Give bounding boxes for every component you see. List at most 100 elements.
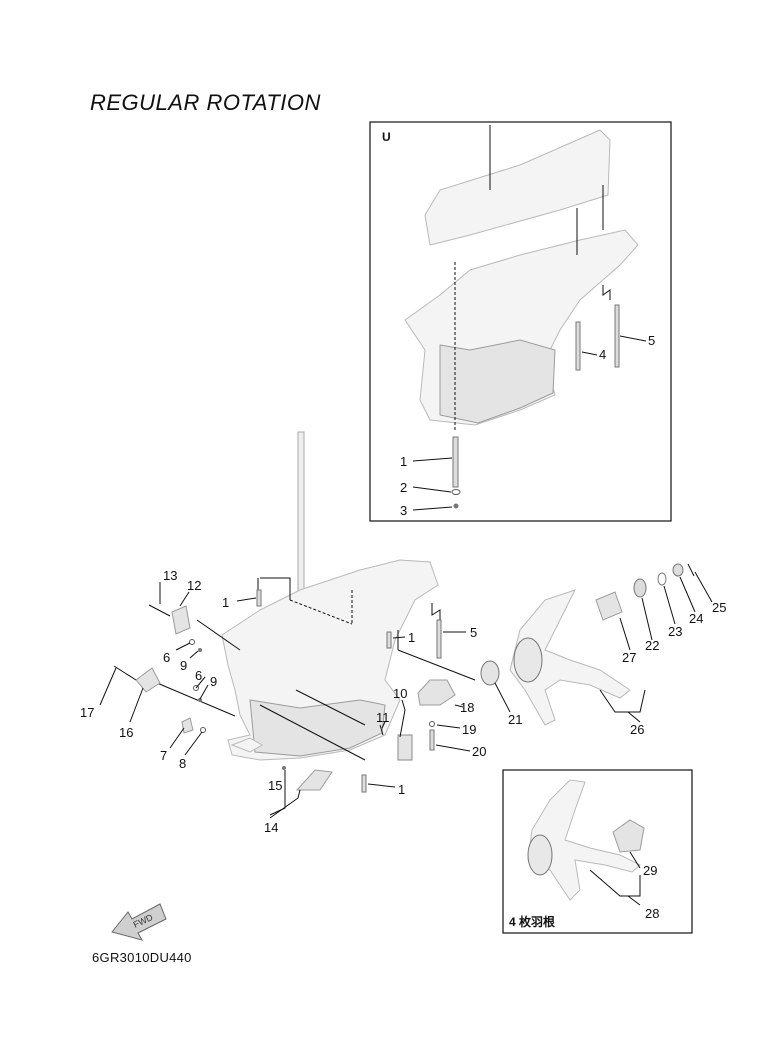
leader-4 [581, 351, 598, 356]
callout-5-inset: 5 [648, 333, 655, 348]
callout-16: 16 [119, 725, 133, 740]
propeller-26 [509, 589, 631, 726]
leader-14-a [269, 789, 301, 819]
propeller-hub [513, 637, 543, 683]
bolt-5-break-main [431, 603, 441, 620]
leader-23 [663, 585, 676, 625]
callout-17: 17 [80, 705, 94, 720]
leader-2 [412, 486, 452, 493]
callout-23: 23 [668, 624, 682, 639]
callout-14: 14 [264, 820, 278, 835]
callout-7: 7 [160, 748, 167, 763]
callout-6-lower: 6 [195, 668, 202, 683]
leader-18 [454, 704, 464, 708]
callout-1-bottom: 1 [398, 782, 405, 797]
leader-17 [99, 667, 117, 706]
spacer-27 [595, 591, 623, 621]
thrust-washer-21 [480, 660, 500, 686]
leader-11 [381, 721, 386, 729]
leader-21 [494, 682, 511, 713]
leader-7 [169, 727, 185, 749]
leader-1-inset [412, 457, 453, 462]
main-exploded-view: 1 1 1 5 13 12 6 9 6 9 17 16 7 8 15 14 10… [80, 431, 726, 835]
leader-20 [435, 744, 471, 752]
callout-5-main: 5 [470, 625, 477, 640]
anode-16 [135, 667, 161, 693]
leader-3 [412, 506, 453, 511]
callout-10: 10 [393, 686, 407, 701]
leader-16 [129, 687, 144, 723]
callout-22: 22 [645, 638, 659, 653]
leader-8 [184, 731, 203, 756]
bolt-15 [282, 766, 286, 770]
leader-26 [599, 689, 646, 713]
washer-6-lower [193, 685, 199, 691]
cotter-pin-25 [687, 563, 695, 577]
bolt-20 [429, 729, 435, 751]
bolt-1-top-bracket [260, 577, 291, 600]
spacer-29 [612, 819, 645, 853]
fwd-arrow-icon: FWD [111, 903, 167, 941]
callout-8: 8 [179, 756, 186, 771]
callout-13: 13 [163, 568, 177, 583]
callout-19: 19 [462, 722, 476, 737]
propeller-28 [527, 779, 641, 901]
bolt-13 [148, 604, 171, 617]
callout-9-upper: 9 [180, 658, 187, 673]
grommet-7 [181, 717, 194, 734]
inset-4-blade-frame [502, 769, 693, 934]
callout-28: 28 [645, 906, 659, 921]
leader-15 [269, 770, 286, 816]
leader-22 [641, 597, 653, 641]
gearcase-nose [230, 737, 263, 753]
callout-27: 27 [622, 650, 636, 665]
callout-20: 20 [472, 744, 486, 759]
anode-12 [171, 605, 191, 635]
leader-1-right [392, 636, 406, 639]
callout-2: 2 [400, 480, 407, 495]
washer-19 [429, 721, 435, 727]
callout-12: 12 [187, 578, 201, 593]
washer-23 [657, 572, 667, 586]
leader-9-lower [199, 684, 209, 700]
bolt-8 [200, 727, 206, 733]
callout-21: 21 [508, 712, 522, 727]
callout-4: 4 [599, 347, 606, 362]
leader-1-bottom [367, 783, 396, 788]
drive-shaft [297, 431, 305, 593]
callout-18: 18 [460, 700, 474, 715]
callout-3: 3 [400, 503, 407, 518]
upper-casing-plate [424, 129, 611, 246]
leader-9-upper [189, 650, 199, 659]
leader-25 [694, 571, 713, 603]
callout-26: 26 [630, 722, 644, 737]
inset-casing-skeg [439, 339, 556, 424]
leader-10 [399, 699, 406, 738]
bolt-1-top [256, 589, 262, 607]
nut-24 [672, 563, 684, 577]
bolt-1-bottom-axis [259, 704, 366, 761]
inset-4-blade-label: 4 枚羽根 [509, 914, 555, 929]
leader-12 [179, 591, 190, 607]
diagram-title: REGULAR ROTATION [90, 90, 321, 115]
callout-9-lower: 9 [210, 674, 217, 689]
inset-4-blade: 29 28 4 枚羽根 [502, 769, 693, 934]
leader-24 [679, 576, 696, 613]
trim-tab-axis [295, 689, 366, 726]
callout-29: 29 [643, 863, 657, 878]
callout-25: 25 [712, 600, 726, 615]
nut-3 [453, 503, 459, 509]
stud-bolt-4 [575, 321, 581, 371]
callout-1-top: 1 [222, 595, 229, 610]
callout-1-right: 1 [408, 630, 415, 645]
bolt-11 [379, 724, 384, 736]
stud-bolt-1-inset [452, 436, 459, 488]
callout-6-upper: 6 [163, 650, 170, 665]
leader-1-top [236, 597, 257, 602]
washer-22 [633, 578, 647, 598]
leader-5-inset [619, 335, 647, 342]
bolt-17 [113, 665, 137, 681]
bolt-5-main [436, 619, 442, 659]
bolt-9-lower [198, 698, 202, 702]
propshaft-axis-line [397, 649, 476, 681]
